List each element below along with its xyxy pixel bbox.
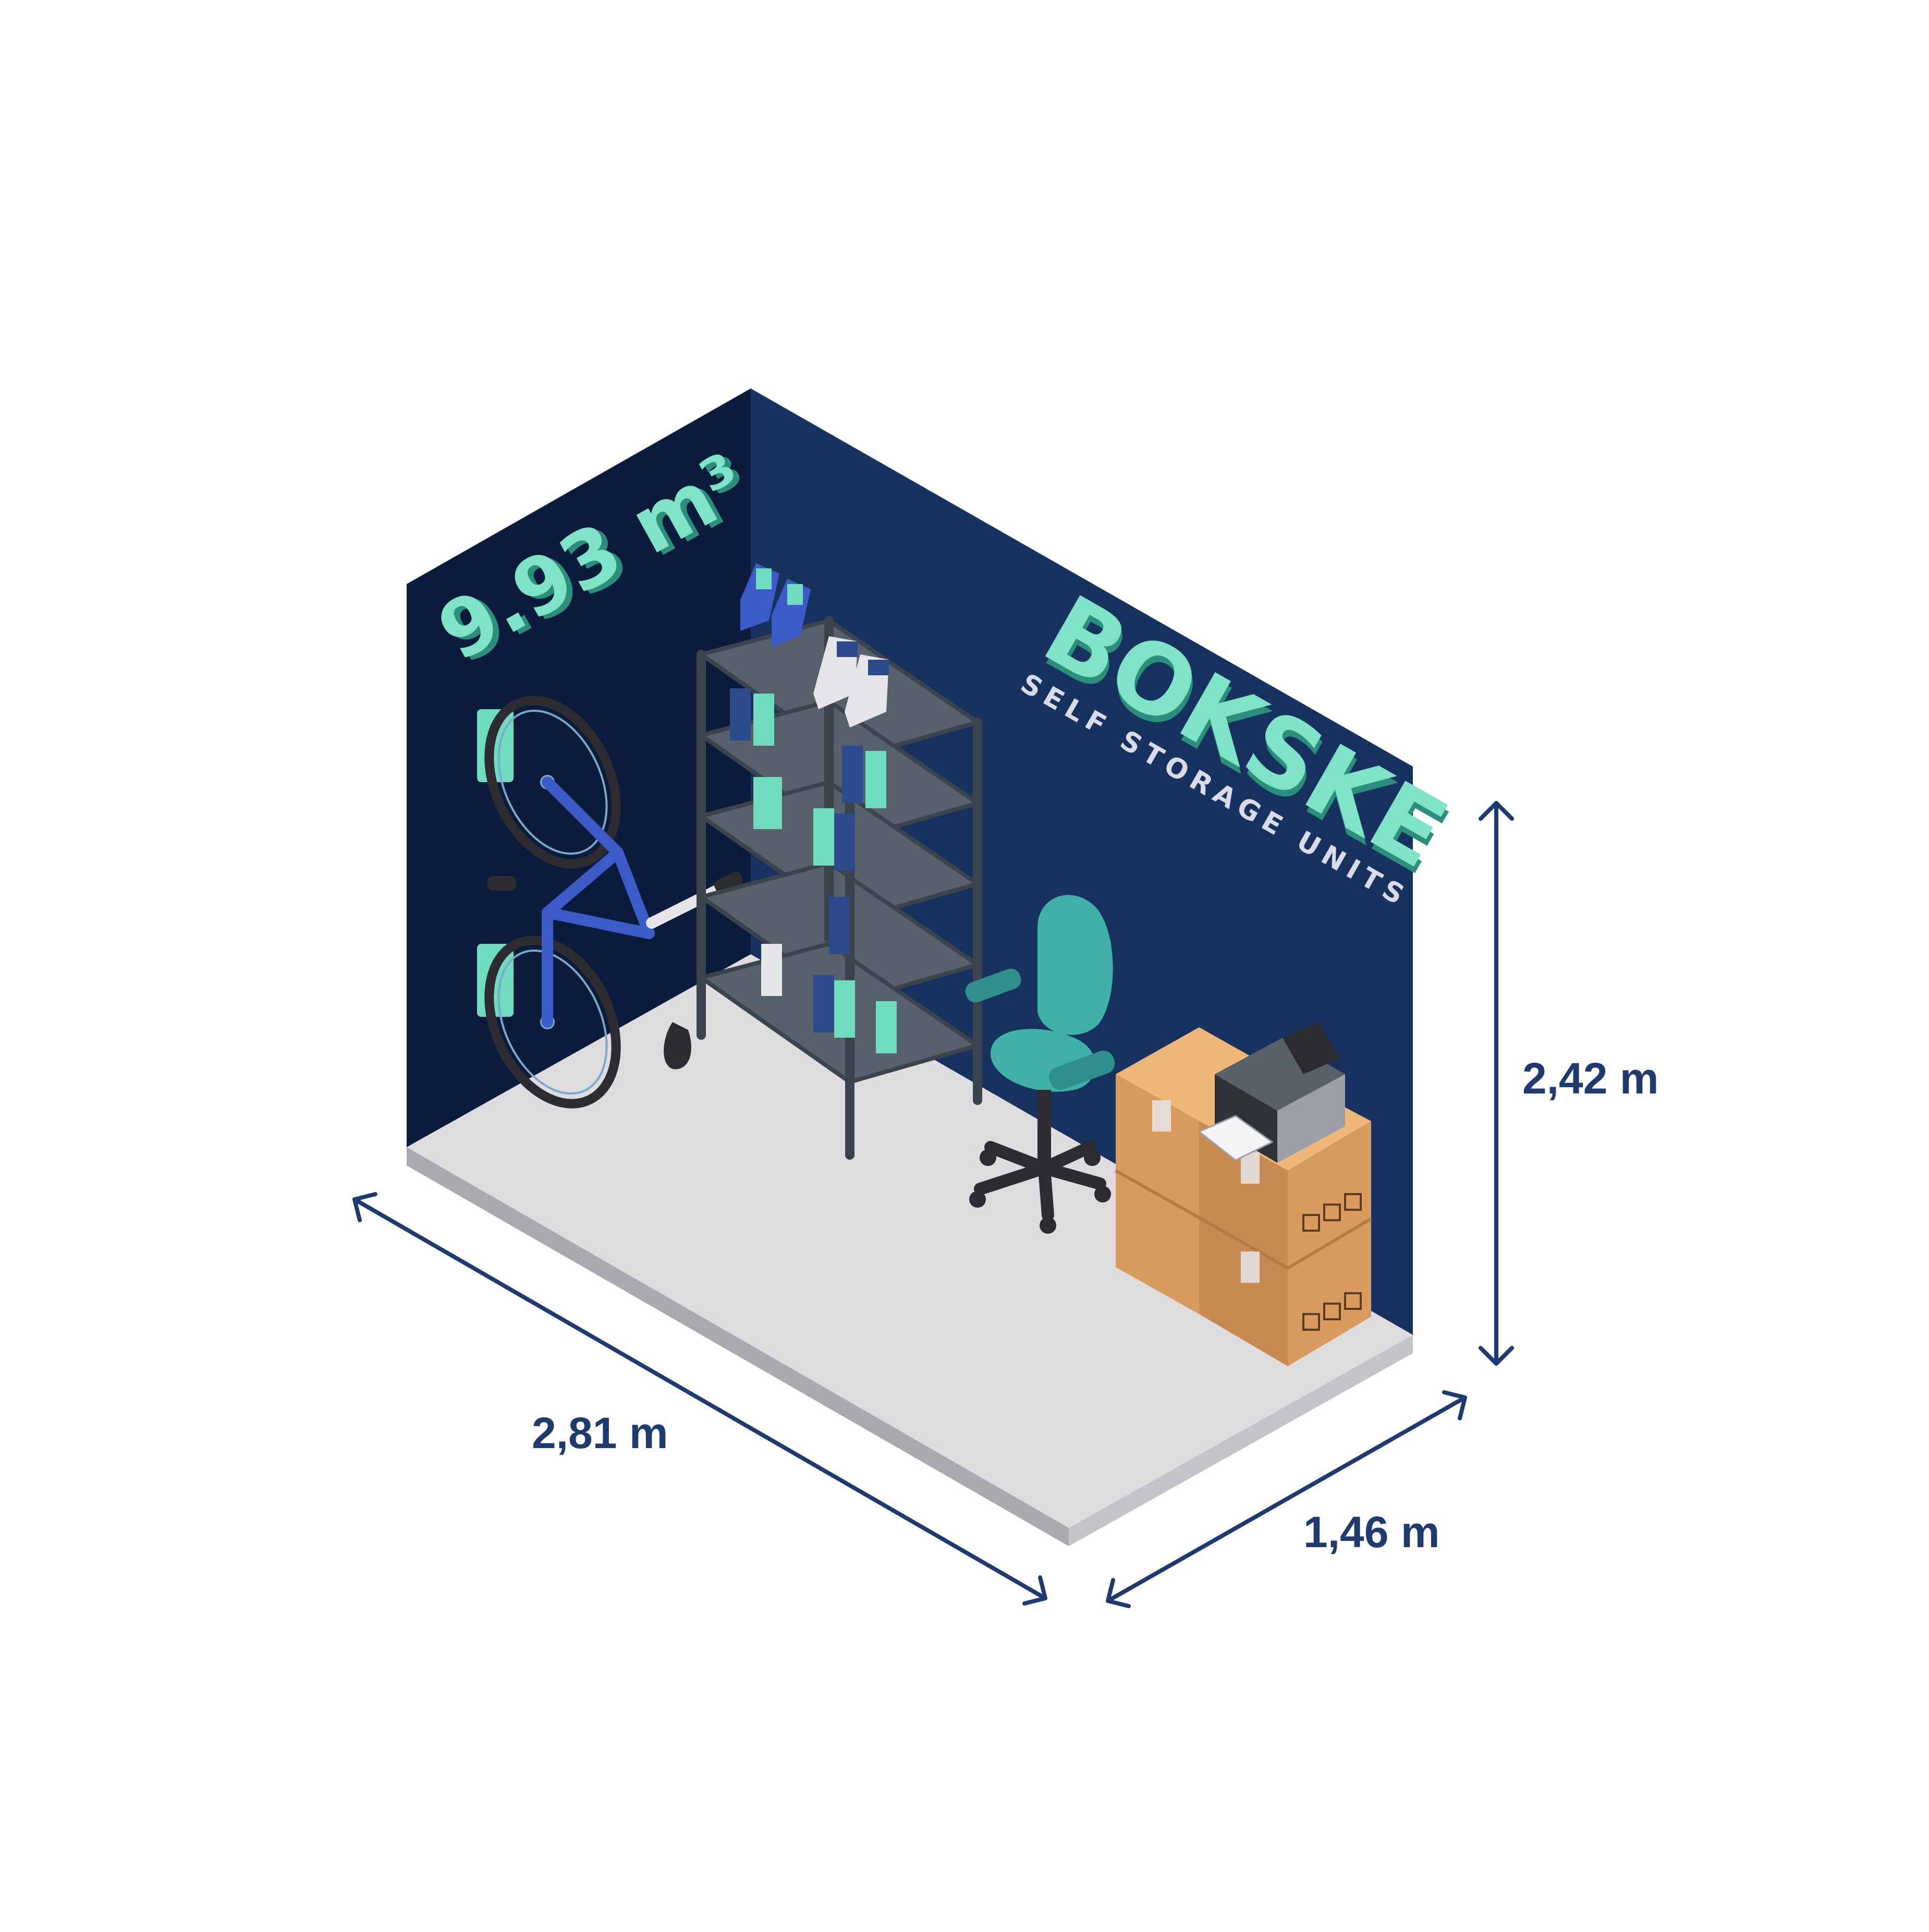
bike-frame [542, 776, 655, 1028]
boots-on-shelf [740, 563, 889, 727]
width-arrow [1106, 1395, 1467, 1603]
length-dimension-label: 2,81 m [532, 1408, 668, 1457]
length-arrow [352, 1197, 1047, 1600]
shelf-books [730, 688, 897, 1053]
width-dimension-label: 1,46 m [1303, 1508, 1440, 1557]
chair-wheels [969, 1149, 1111, 1234]
floor-edge-front [407, 1147, 1069, 1546]
printer [1198, 1022, 1345, 1163]
wall-mounted-bicycle [477, 696, 743, 1109]
cardboard-box-stack [1115, 1027, 1372, 1366]
floor [407, 954, 1413, 1528]
chair-base [974, 1141, 1106, 1221]
box-handling-symbols [1302, 1193, 1362, 1331]
chair-post [1037, 1090, 1051, 1168]
chair-armrest-right [1049, 1050, 1115, 1090]
office-chair [965, 895, 1115, 1234]
metal-shelf-unit [696, 563, 983, 1160]
floor-edge-right [1069, 1335, 1413, 1546]
bike-saddle [664, 1022, 691, 1070]
chair-backrest [1037, 895, 1113, 1035]
dimension-arrows [352, 801, 1514, 1608]
chair-armrest-left [965, 968, 1021, 1003]
printer-paper [1198, 1115, 1274, 1161]
height-dimension-label: 2,42 m [1522, 1054, 1659, 1103]
